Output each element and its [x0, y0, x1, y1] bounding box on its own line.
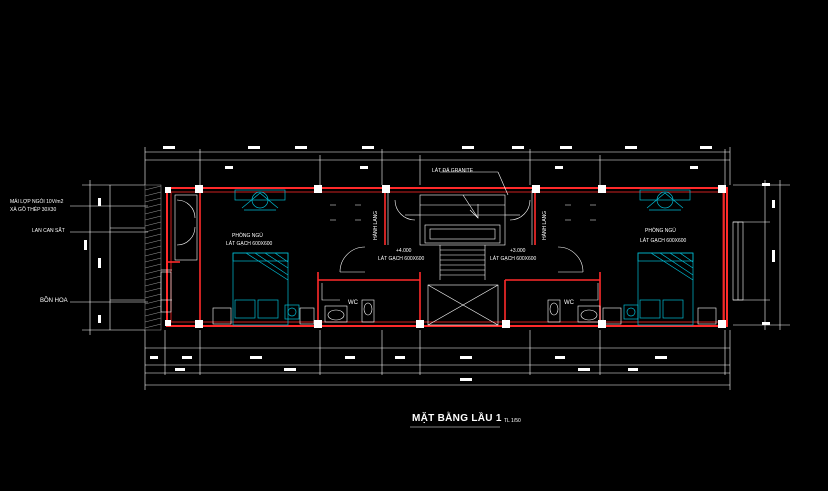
exterior-walls [166, 187, 728, 327]
level-right: +3.000 [510, 248, 526, 254]
annotation-leaders [70, 171, 509, 303]
hallway-right-label: HÀNH LANG [542, 210, 548, 240]
corridor-doors [339, 190, 584, 273]
left-dimension-lines [82, 180, 145, 335]
stair-floor-label: LÁT ĐÁ GRANITE [432, 168, 474, 174]
bedroom-left-furniture [232, 189, 300, 326]
interior-walls [167, 188, 725, 326]
top-dimension-texts [163, 146, 712, 169]
drawing-scale: TL 1/50 [504, 418, 521, 424]
bedroom-right-furniture [623, 189, 694, 326]
structural-columns [165, 185, 726, 328]
balcony-doors [160, 194, 198, 313]
level-left: +4.000 [396, 248, 412, 254]
wc-right-label: WC [564, 300, 574, 306]
wc-right-fixtures [547, 283, 601, 323]
roof-note-2: XÀ GỒ THÉP 30X30 [10, 207, 57, 213]
wc-left-label: WC [348, 300, 358, 306]
railing-label: LAN CAN SẮT [32, 228, 65, 234]
bottom-dimension-lines [144, 330, 731, 390]
roof-note-1: MÁI LỢP NGÓI 10V/m2 [10, 199, 64, 205]
bedroom-left-tile: LÁT GẠCH 600X600 [226, 241, 273, 247]
bottom-dimension-texts [150, 356, 667, 381]
bedroom-right-tile: LÁT GẠCH 600X600 [640, 238, 687, 244]
planter-label: BỒN HOA [40, 298, 68, 304]
wc-left-fixtures [321, 283, 375, 323]
balcony-hatch [144, 184, 162, 331]
right-dimension-texts [762, 183, 775, 325]
staircase [405, 194, 520, 326]
tile-center-left: LÁT GẠCH 600X600 [378, 256, 425, 262]
top-dimension-lines [144, 147, 731, 185]
right-window [732, 221, 744, 301]
bedroom-right-name: PHÒNG NGỦ [645, 228, 676, 234]
drawing-title: MẶT BẰNG LẦU 1 [412, 413, 502, 424]
handrail-marks [330, 204, 596, 221]
left-dimension-texts [84, 198, 101, 323]
hallway-left-label: HÀNH LANG [373, 210, 379, 240]
bedroom-right-wardrobe [602, 307, 717, 325]
tile-center-right: LÁT GẠCH 600X600 [490, 256, 537, 262]
bedroom-left-wardrobe [212, 307, 315, 325]
bedroom-left-name: PHÒNG NGỦ [232, 233, 263, 239]
